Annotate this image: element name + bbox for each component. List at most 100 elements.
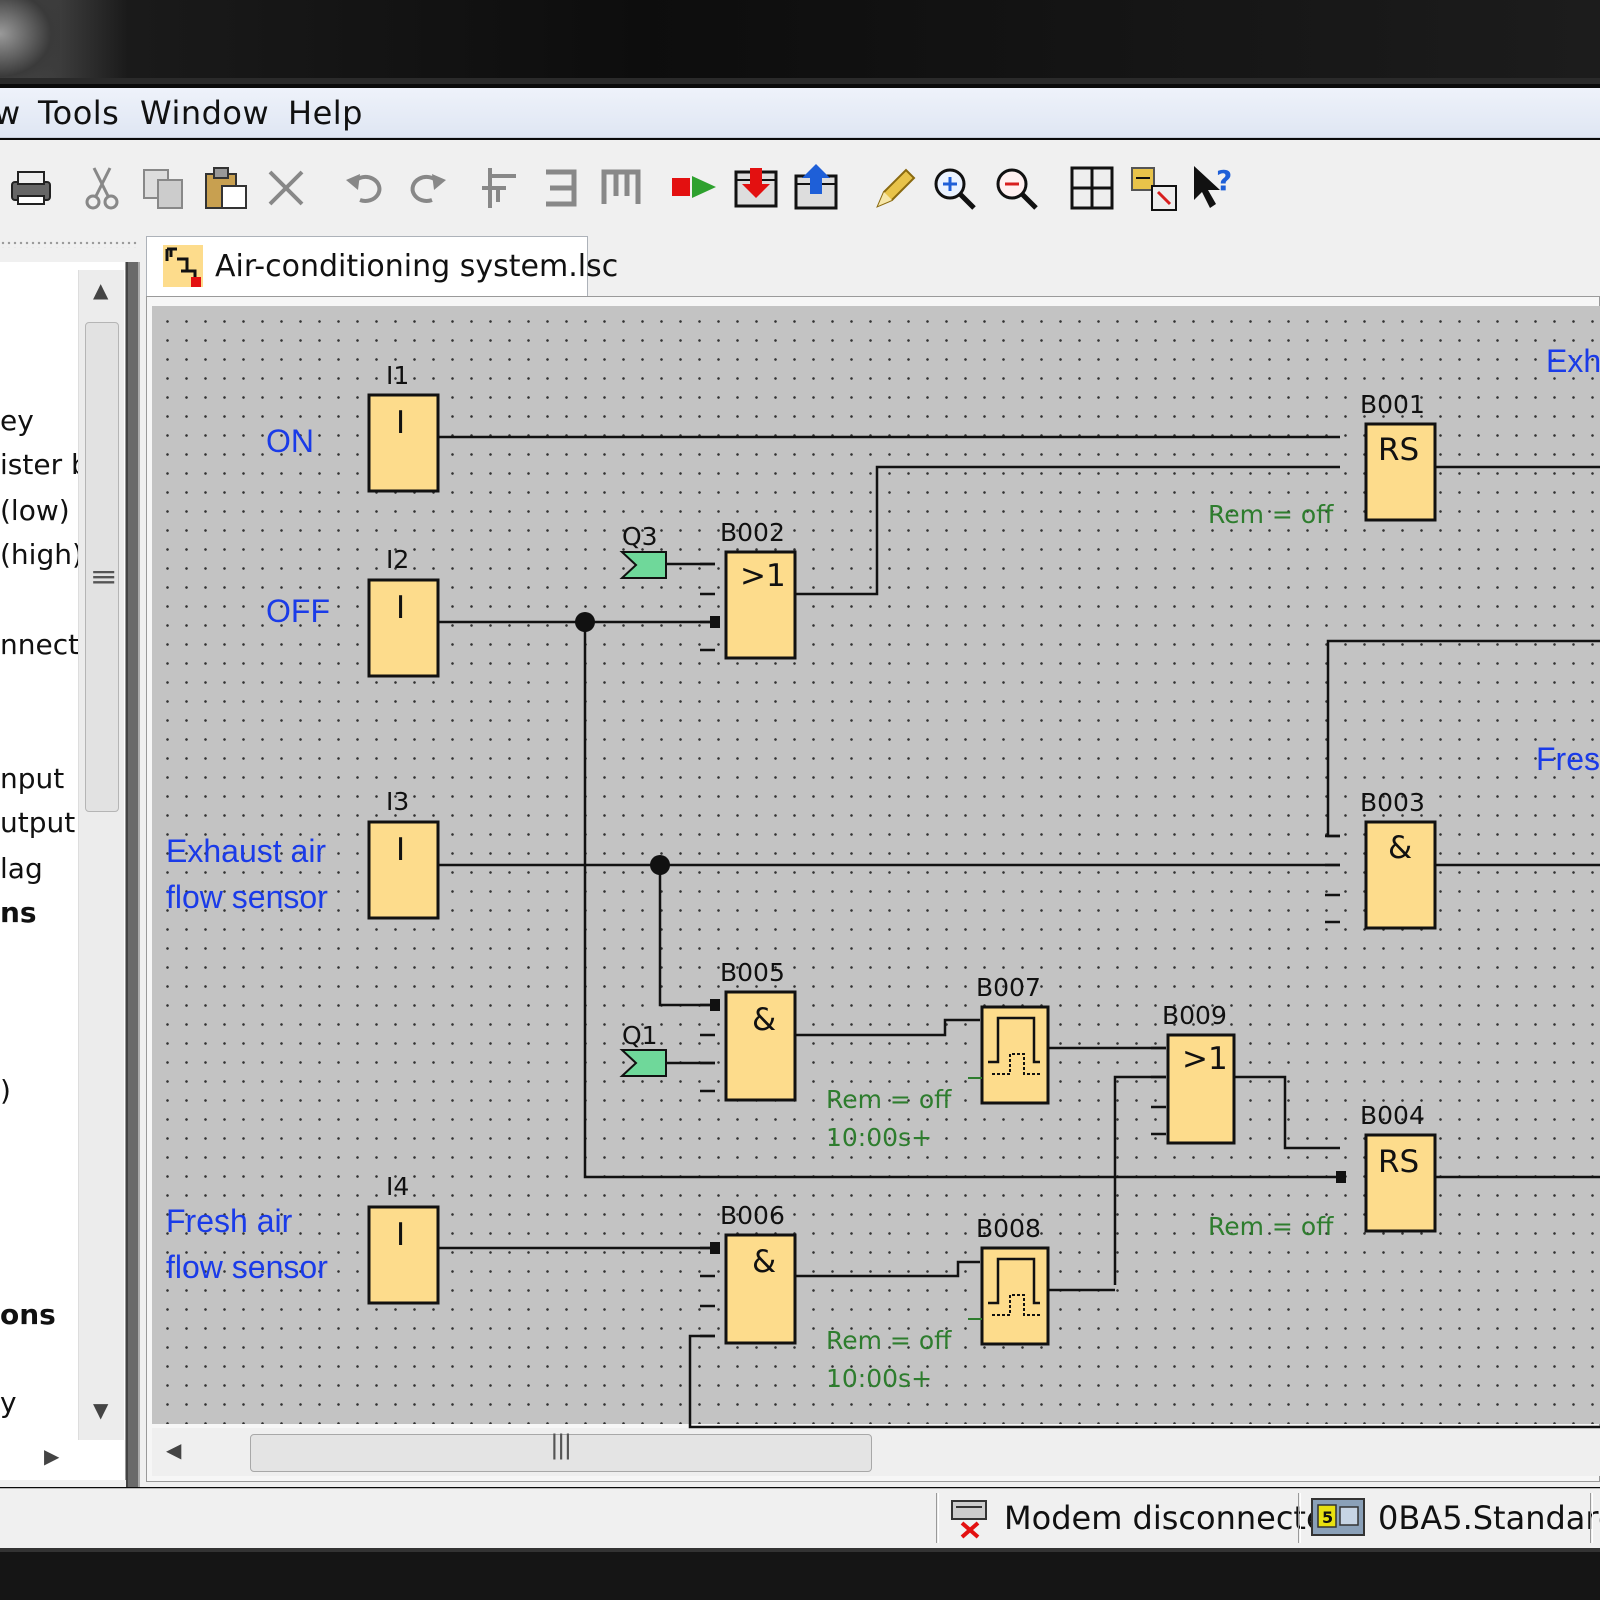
zoom-in-icon[interactable] — [928, 162, 980, 214]
paste-icon[interactable] — [200, 162, 252, 214]
block-b004-rs[interactable]: B004 RS Rem = off — [1208, 1101, 1437, 1241]
tree-group[interactable]: ns — [0, 896, 37, 929]
device-status: 0BA5.Standard — [1378, 1499, 1600, 1537]
context-help-icon[interactable]: ? — [1188, 162, 1240, 214]
block-param: Rem = off — [1208, 500, 1334, 529]
flag-q1[interactable]: Q1 — [619, 1021, 667, 1077]
delete-icon[interactable] — [260, 162, 312, 214]
block-label: B006 — [720, 1201, 785, 1230]
tree-item[interactable]: ) — [0, 1074, 11, 1107]
tree-vertical-scrollbar[interactable]: ▲ ≡ ▼ — [78, 270, 124, 1440]
on-delay-pulse-icon — [988, 1016, 1040, 1064]
block-label: B001 — [1360, 390, 1425, 419]
block-param: Rem = off — [826, 1085, 952, 1114]
block-label: B002 — [720, 518, 785, 547]
block-symbol: RS — [1378, 432, 1419, 468]
block-b008-timer[interactable]: B008 Rem = off 10:00s+ — [826, 1214, 1050, 1393]
scroll-up-icon[interactable]: ▲ — [93, 278, 109, 302]
window-title-bar[interactable] — [0, 0, 1600, 84]
status-separator — [1590, 1493, 1593, 1543]
block-b007-timer[interactable]: B007 Rem = off 10:00s+ — [826, 973, 1050, 1152]
canvas-horizontal-scrollbar[interactable]: ◀ ||| — [152, 1428, 1600, 1476]
flag-q3[interactable]: Q3 — [619, 522, 667, 579]
pencil-icon[interactable] — [868, 162, 920, 214]
block-symbol: I — [396, 1217, 405, 1253]
window-title-sheen — [0, 0, 60, 84]
block-param: 10:00s+ — [826, 1123, 932, 1152]
svg-text:?: ? — [1216, 164, 1232, 197]
tree-item[interactable]: ey — [0, 404, 34, 437]
tree-item[interactable]: (high) — [0, 538, 83, 571]
block-label: B004 — [1360, 1101, 1425, 1130]
menu-window[interactable]: Window — [140, 94, 270, 132]
simulation-icon[interactable] — [668, 162, 720, 214]
input-block-i1[interactable]: I1 I — [367, 361, 440, 493]
block-symbol: I — [396, 832, 405, 868]
block-symbol: & — [1388, 830, 1412, 866]
block-b002-or[interactable]: B002 >1 — [720, 518, 797, 660]
logo-to-pc-icon[interactable] — [790, 162, 842, 214]
block-label: I4 — [386, 1172, 409, 1201]
tab-title: Air-conditioning system.lsc — [215, 249, 619, 284]
scroll-left-icon[interactable]: ◀ — [166, 1438, 182, 1462]
block-param: Rem = off — [1208, 1212, 1334, 1241]
block-b006-and[interactable]: B006 & — [720, 1201, 797, 1345]
cut-icon[interactable] — [76, 162, 128, 214]
scroll-grip-icon: ≡ — [89, 560, 118, 593]
print-icon[interactable] — [4, 162, 56, 214]
status-separator — [936, 1493, 939, 1543]
block-symbol: I — [396, 590, 405, 626]
block-symbol: & — [752, 1244, 776, 1280]
tab-air-conditioning[interactable]: Air-conditioning system.lsc — [146, 236, 618, 296]
input-block-i3[interactable]: I3 I — [367, 787, 440, 920]
tree-item[interactable]: utput — [0, 806, 76, 839]
menu-bar: w Tools Window Help — [0, 88, 1600, 138]
redo-icon[interactable] — [400, 162, 452, 214]
undo-icon[interactable] — [340, 162, 392, 214]
on-delay-pulse-icon — [988, 1257, 1040, 1305]
scroll-down-icon[interactable]: ▼ — [93, 1398, 109, 1422]
svg-text:5: 5 — [1322, 1508, 1333, 1527]
scroll-right-icon[interactable]: ▶ — [44, 1444, 60, 1468]
block-label: B003 — [1360, 788, 1425, 817]
tree-item[interactable]: (low) — [0, 494, 70, 527]
block-label: Q3 — [622, 522, 658, 551]
input-block-i4[interactable]: I4 I — [367, 1172, 440, 1305]
hscroll-thumb[interactable] — [250, 1434, 872, 1472]
block-b005-and[interactable]: B005 & — [720, 958, 797, 1102]
tree-group[interactable]: ons — [0, 1298, 56, 1331]
tree-item[interactable]: nput — [0, 762, 65, 795]
scroll-thumb[interactable] — [85, 322, 119, 812]
panel-splitter[interactable] — [126, 262, 140, 1487]
block-symbol: >1 — [1182, 1041, 1228, 1077]
special-functions-icon[interactable] — [596, 162, 648, 214]
grid-icon[interactable] — [1066, 162, 1118, 214]
toolbar: ? — [0, 140, 1600, 232]
modem-disconnected-icon — [948, 1495, 992, 1539]
zoom-out-icon[interactable] — [990, 162, 1042, 214]
block-b003-and[interactable]: B003 & — [1360, 788, 1437, 930]
io-names-icon[interactable] — [1128, 162, 1180, 214]
block-b009-or[interactable]: B009 >1 — [1162, 1001, 1236, 1145]
menu-help[interactable]: Help — [288, 94, 363, 132]
circuit-program-icon — [161, 243, 205, 289]
basic-functions-icon[interactable] — [536, 162, 588, 214]
window-bottom-frame — [0, 1548, 1600, 1600]
block-symbol: RS — [1378, 1144, 1419, 1180]
logo-device-icon: 5 — [1310, 1495, 1366, 1539]
block-label: I2 — [386, 545, 409, 574]
tree-item[interactable]: lag — [0, 852, 43, 885]
tree-item[interactable]: y — [0, 1386, 17, 1419]
input-block-i2[interactable]: I2 I — [367, 545, 440, 678]
panel-grip-strip[interactable] — [0, 240, 138, 248]
status-bar: Modem disconnected 5 0BA5.Standard — [0, 1488, 1600, 1548]
block-b001-rs[interactable]: B001 RS Rem = off — [1208, 390, 1437, 529]
connector-icon[interactable] — [476, 162, 528, 214]
pc-to-logo-icon[interactable] — [730, 162, 782, 214]
copy-icon[interactable] — [138, 162, 190, 214]
menu-view[interactable]: w — [0, 94, 21, 132]
block-label: I3 — [386, 787, 409, 816]
tree-item[interactable]: ister b — [0, 448, 89, 481]
menu-tools[interactable]: Tools — [38, 94, 120, 132]
